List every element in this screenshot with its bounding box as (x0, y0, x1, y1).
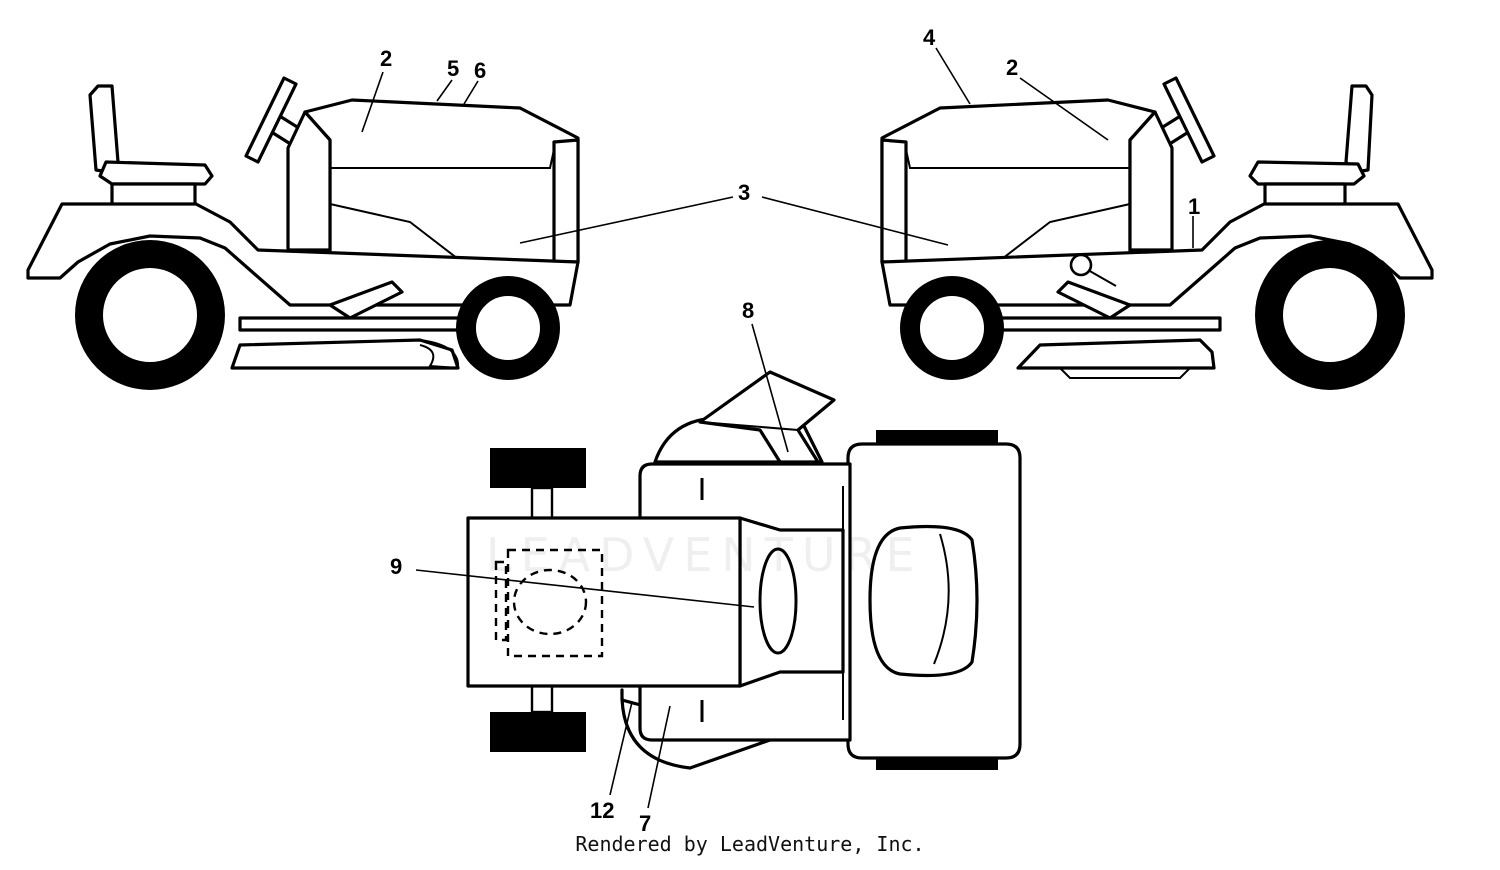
callout-5: 5 (447, 56, 459, 81)
left-rear-hub (101, 266, 199, 364)
callout-numbers: 2 5 6 3 4 2 1 8 9 12 7 (380, 25, 1200, 836)
right-lift-lever (1087, 269, 1117, 287)
leader-2-right (1019, 77, 1109, 141)
left-hood (303, 98, 580, 264)
right-seat-post (1263, 182, 1347, 207)
callout-7: 7 (639, 811, 651, 836)
left-foot-pedal (328, 280, 404, 320)
left-rear-fender (26, 202, 580, 307)
right-seat-cushion (1248, 160, 1366, 186)
leader-12 (609, 701, 633, 796)
left-seat-back (88, 84, 120, 174)
left-seat-post (110, 182, 197, 207)
right-hood (880, 98, 1157, 264)
right-grille (880, 138, 908, 264)
callout-2-right: 2 (1006, 55, 1018, 80)
left-mower-deck (230, 338, 460, 370)
callout-2-left: 2 (380, 46, 392, 71)
callout-6: 6 (474, 58, 486, 83)
leader-lines (361, 47, 1194, 809)
top-view-tractor (466, 370, 1022, 770)
right-side-view-tractor (880, 76, 1434, 390)
top-steering-wheel (758, 547, 798, 655)
top-hood (466, 516, 742, 688)
left-deck-chute (419, 339, 460, 370)
right-seat-back (1344, 84, 1374, 174)
right-rear-fender (880, 202, 1434, 307)
top-seat-back (933, 533, 950, 665)
top-engine-outline (506, 548, 604, 658)
left-steering-wheel (244, 76, 298, 164)
top-discharge-chute (698, 370, 836, 464)
right-dash (1128, 110, 1174, 252)
leader-2-left (361, 71, 384, 133)
right-hood-lower-line (997, 203, 1131, 263)
left-hood-lower-line (329, 203, 463, 263)
right-rear-hub (1281, 266, 1379, 364)
right-lift-lever-knob (1069, 253, 1093, 277)
callout-12: 12 (590, 798, 614, 823)
top-front-tire-lower (490, 712, 586, 752)
right-foot-pedal (1056, 280, 1132, 320)
top-front-axle-upper (530, 486, 554, 520)
leader-9 (415, 569, 755, 608)
callout-9: 9 (390, 554, 402, 579)
left-frame-rail (238, 316, 472, 332)
leader-4 (935, 47, 971, 105)
top-engine-outline-round (512, 568, 588, 636)
left-side-view-tractor (26, 76, 580, 390)
leader-5 (436, 79, 453, 102)
leader-3-right (761, 196, 949, 246)
right-deck-skirt (1059, 367, 1191, 379)
top-engine-outline-side (494, 560, 508, 642)
right-steering-wheel (1162, 76, 1216, 164)
callout-1: 1 (1188, 194, 1200, 219)
watermark: LEADVENTURE (486, 528, 924, 582)
leader-3-left (519, 196, 734, 244)
leader-7 (647, 705, 671, 809)
left-front-hub (474, 294, 542, 362)
right-frame-rail (988, 316, 1222, 332)
right-front-hub (918, 294, 986, 362)
top-front-axle-lower (530, 684, 554, 714)
callout-4: 4 (923, 25, 936, 50)
callout-3: 3 (738, 180, 750, 205)
top-front-tire-upper (490, 448, 586, 488)
callout-8: 8 (742, 298, 754, 323)
top-seat (868, 524, 979, 678)
left-dash (286, 110, 332, 252)
left-seat-cushion (98, 160, 214, 186)
left-grille (552, 138, 580, 264)
right-mower-deck (1016, 338, 1216, 370)
credit-text: Rendered by LeadVenture, Inc. (575, 832, 925, 856)
leader-6 (463, 80, 479, 105)
leader-8 (751, 323, 789, 453)
